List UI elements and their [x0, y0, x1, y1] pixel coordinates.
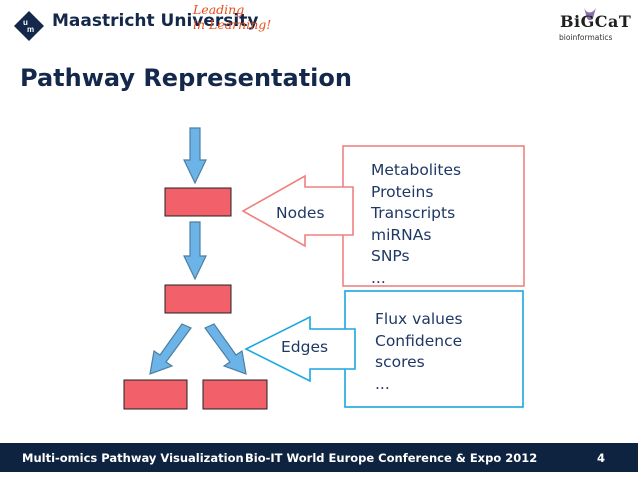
edges-list-item: Confidence	[375, 331, 463, 350]
page-number: 4	[597, 451, 606, 465]
edges-list-item: Flux values	[375, 310, 463, 328]
pathway-node-bottom-right	[202, 379, 268, 410]
svg-text:m: m	[27, 25, 34, 34]
tagline: Leading in Learning!	[193, 3, 271, 31]
footer-bar	[0, 443, 638, 472]
partner-logo-subtitle: bioinformatics	[559, 33, 613, 42]
nodes-list-item: SNPs	[371, 247, 410, 266]
down-arrow-top	[183, 127, 207, 185]
footer-center-text: Bio-IT World Europe Conference & Expo 20…	[245, 451, 538, 465]
university-name: Maastricht University	[52, 11, 259, 31]
nodes-callout-box	[342, 145, 525, 287]
nodes-label: Nodes	[276, 204, 325, 222]
svg-text:u: u	[23, 18, 28, 27]
diagonal-arrow-right	[204, 323, 247, 375]
tagline-line-2: in Learning!	[193, 17, 272, 32]
nodes-list: Metabolites Proteins Transcripts miRNAs …	[371, 160, 461, 290]
edges-list-item: scores	[375, 353, 425, 372]
pathway-node-middle	[164, 284, 232, 314]
edges-label: Edges	[281, 338, 329, 356]
nodes-list-item: Proteins	[371, 182, 434, 201]
partner-logo-text: BiGCaT	[560, 12, 632, 31]
pathway-node-top	[164, 187, 232, 217]
nodes-list-item: Transcripts	[371, 204, 456, 223]
down-arrow-middle	[183, 221, 207, 281]
nodes-left-arrow	[241, 174, 354, 248]
nodes-list-item: ...	[371, 268, 386, 287]
footer-left-text: Multi-omics Pathway Visualization	[22, 451, 244, 465]
um-logo-icon: u m	[14, 11, 44, 41]
bigcat-logo-icon	[584, 8, 596, 20]
slide-title: Pathway Representation	[20, 64, 352, 92]
tagline-line-1: Leading	[193, 2, 245, 17]
nodes-list-item: miRNAs	[371, 225, 432, 244]
diagonal-arrow-left	[149, 323, 192, 375]
edges-list-item: ...	[375, 374, 390, 393]
nodes-list-item: Metabolites	[371, 161, 462, 179]
edges-list: Flux values Confidence scores ...	[375, 309, 463, 395]
pathway-node-bottom-left	[123, 379, 188, 410]
edges-left-arrow	[244, 315, 356, 383]
